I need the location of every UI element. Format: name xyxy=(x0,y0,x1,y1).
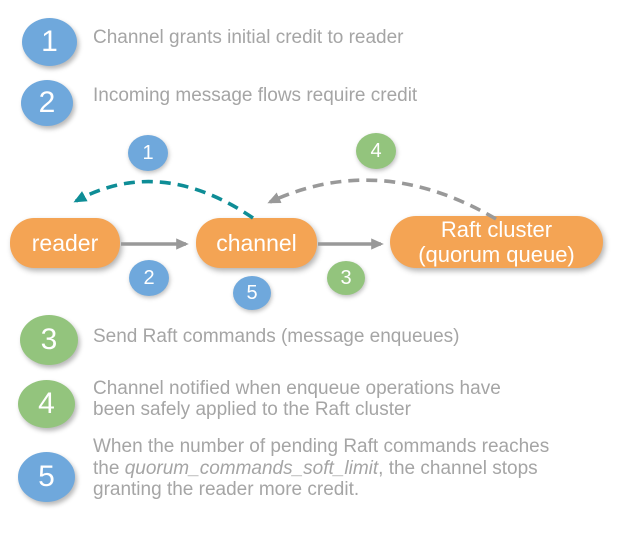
node-raft-cluster-label-line2: (quorum queue) xyxy=(418,242,575,267)
step-4-text-line1: Channel notified when enqueue operations… xyxy=(93,378,501,399)
arc-applied-notification-raft-to-channel xyxy=(267,178,497,221)
step-5-text-line1: When the number of pending Raft commands… xyxy=(93,436,550,457)
step-3-number: 3 xyxy=(40,323,58,356)
step-3-badge: 3 xyxy=(20,315,78,365)
flow-badge-2-number: 2 xyxy=(143,266,155,289)
node-channel-label: channel xyxy=(216,229,297,256)
flow-badge-2: 2 xyxy=(129,260,169,296)
node-reader-label: reader xyxy=(31,229,99,256)
node-raft-cluster: Raft cluster (quorum queue) xyxy=(390,216,603,268)
flow-badge-4-number: 4 xyxy=(370,139,382,162)
step-5-line2-pre: the xyxy=(93,457,125,479)
node-channel: channel xyxy=(196,218,317,268)
step-5-line2-post: , the channel stops xyxy=(378,457,538,479)
arc-credit-grant-channel-to-reader xyxy=(73,179,255,220)
step-4-badge: 4 xyxy=(18,380,75,428)
step-4-text: Channel notified when enqueue operations… xyxy=(93,378,593,420)
flow-badge-1: 1 xyxy=(128,135,168,171)
step-5-text-line3: granting the reader more credit. xyxy=(93,479,360,500)
flow-badge-3: 3 xyxy=(327,261,365,295)
step-5-text-line2: the quorum_commands_soft_limit, the chan… xyxy=(93,458,593,480)
flow-badge-1-number: 1 xyxy=(142,141,154,164)
node-raft-cluster-label-line1: Raft cluster xyxy=(440,217,553,242)
step-2-number: 2 xyxy=(38,86,56,119)
flow-badge-5: 5 xyxy=(233,276,271,310)
step-5-text: When the number of pending Raft commands… xyxy=(93,436,593,501)
step-4-text-line2: been safely applied to the Raft cluster xyxy=(93,399,411,420)
step-1-number: 1 xyxy=(41,25,58,58)
step-2-badge: 2 xyxy=(21,80,73,126)
node-reader: reader xyxy=(10,218,120,268)
step-1-badge: 1 xyxy=(22,18,77,66)
flow-badge-4: 4 xyxy=(356,133,396,169)
step-5-number: 5 xyxy=(38,460,55,493)
step-2-text: Incoming message flows require credit xyxy=(93,85,418,106)
flow-badge-5-number: 5 xyxy=(246,281,258,304)
step-5-config-key: quorum_commands_soft_limit xyxy=(124,457,379,479)
step-4-number: 4 xyxy=(38,387,55,420)
flow-badge-3-number: 3 xyxy=(340,266,352,289)
step-5-badge: 5 xyxy=(18,452,75,502)
step-3-text: Send Raft commands (message enqueues) xyxy=(93,326,460,347)
step-1-text: Channel grants initial credit to reader xyxy=(93,27,404,48)
